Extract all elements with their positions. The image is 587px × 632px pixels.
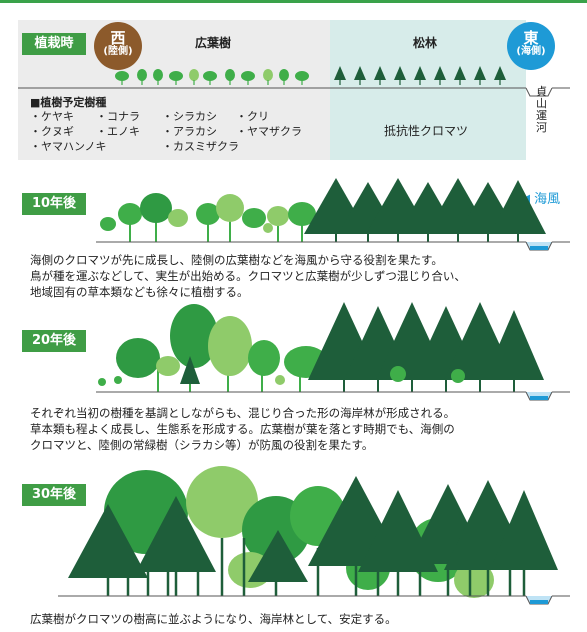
species-item: ・アラカシ bbox=[162, 125, 217, 138]
pine-seedling bbox=[454, 66, 466, 80]
stage-10-line: 海側のクロマツが先に成長し、陸側の広葉樹などを海風から守る役割を果たす。 bbox=[30, 253, 443, 267]
pine-seedling bbox=[354, 66, 366, 80]
top-rule bbox=[0, 0, 587, 3]
west-circle: 西 (陸側) bbox=[94, 22, 142, 70]
species-item: ・ヤマハンノキ bbox=[30, 140, 107, 153]
stage-tag-10: 10年後 bbox=[22, 193, 86, 215]
pine-seedling bbox=[474, 66, 486, 80]
stage-10-line: 鳥が種を運ぶなどして、実生が出始める。クロマツと広葉樹が少しずつ混じり合い、 bbox=[30, 269, 466, 283]
pine-seedling bbox=[394, 66, 406, 80]
seedling bbox=[137, 69, 147, 81]
species-item: ・クヌギ bbox=[30, 125, 74, 138]
forest-30-years bbox=[58, 466, 570, 605]
sea-wind-label: ◀ 海風 bbox=[520, 192, 561, 207]
west-sublabel: (陸側) bbox=[103, 46, 133, 57]
stage-20-line: それぞれ当初の樹種を基調としながらも、混じり合った形の海岸林が形成される。 bbox=[30, 406, 456, 420]
forest-20-years bbox=[96, 302, 570, 401]
species-item: ・エノキ bbox=[96, 125, 140, 138]
species-item: ・ケヤキ bbox=[30, 110, 74, 123]
stage-20-line: クロマツと、陸側の常緑樹（シラカシ等）が防風の役割を果たす。 bbox=[30, 438, 374, 452]
stage-20-line: 草本類も程よく成長し、生態系を形成する。広葉樹が葉を落とす時期でも、海側の bbox=[30, 422, 455, 436]
pine-label: 松林 bbox=[413, 36, 438, 50]
species-item: ・カスミザクラ bbox=[162, 140, 239, 153]
canal-label: 貞山運河 bbox=[536, 85, 547, 134]
seedling bbox=[203, 71, 217, 81]
seedlings-illustration bbox=[115, 66, 506, 85]
stage-30-line: 広葉樹がクロマツの樹高に並ぶようになり、海岸林として、安定する。 bbox=[30, 612, 397, 626]
west-label: 西 bbox=[110, 29, 126, 47]
pine-seedling bbox=[374, 66, 386, 80]
east-label: 東 bbox=[523, 29, 539, 47]
seedling bbox=[115, 71, 129, 81]
stage-10-line: 地域固有の草本類なども徐々に植樹する。 bbox=[30, 285, 249, 299]
east-sublabel: (海側) bbox=[516, 46, 546, 57]
stage-tag-30: 30年後 bbox=[22, 484, 86, 506]
pine-seedling bbox=[494, 66, 506, 80]
seedling bbox=[279, 69, 289, 81]
pine-seedling bbox=[414, 66, 426, 80]
seedling bbox=[241, 71, 255, 81]
broadleaf-label: 広葉樹 bbox=[195, 36, 232, 50]
seedling bbox=[189, 69, 199, 81]
species-item: ・コナラ bbox=[96, 110, 140, 123]
species-item: ・ヤマザクラ bbox=[236, 125, 302, 138]
seedling bbox=[225, 69, 235, 81]
ground-line bbox=[18, 87, 570, 97]
east-circle: 東 (海側) bbox=[507, 22, 555, 70]
stage-tag-20: 20年後 bbox=[22, 330, 86, 352]
pine-zone bbox=[330, 20, 526, 160]
seedling bbox=[169, 71, 183, 81]
stage-tag-planting: 植栽時 bbox=[22, 33, 86, 55]
species-item: ・シラカシ bbox=[162, 110, 217, 123]
forest-10-years bbox=[96, 178, 570, 251]
pine-species: 抵抗性クロマツ bbox=[384, 124, 469, 138]
seedling bbox=[153, 69, 163, 81]
seedling bbox=[263, 69, 273, 81]
pine-seedling bbox=[334, 66, 346, 80]
pine-seedling bbox=[434, 66, 446, 80]
species-item: ・クリ bbox=[236, 110, 269, 123]
seedling bbox=[295, 71, 309, 81]
species-title: ■植樹予定樹種 bbox=[30, 96, 107, 109]
